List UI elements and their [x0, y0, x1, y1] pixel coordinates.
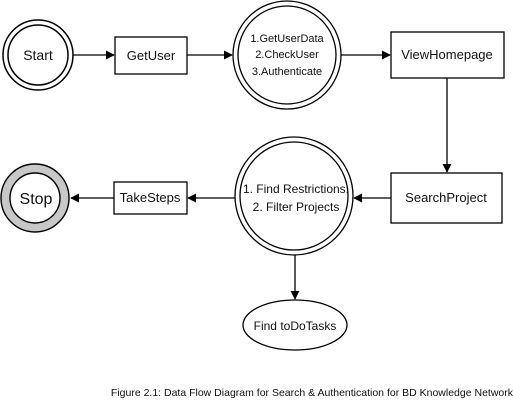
figure-caption: Figure 2.1: Data Flow Diagram for Search…: [110, 387, 513, 399]
viewhomepage-box: ViewHomepage: [390, 31, 505, 79]
process1-line-1: 1.GetUserData: [250, 33, 324, 45]
process1-line-3: 3.Authenticate: [252, 66, 322, 78]
findtodotasks-label: Find toDoTasks: [254, 319, 337, 333]
process2-line-2: 2. Filter Projects: [253, 200, 340, 214]
process2-line-1: 1. Find Restrictions.: [243, 182, 349, 196]
stop-node: Stop: [0, 163, 70, 233]
authentication-process: 1.GetUserData 2.CheckUser 3.Authenticate: [232, 0, 342, 110]
takesteps-box: TakeSteps: [113, 181, 188, 215]
search-process: 1. Find Restrictions. 2. Filter Projects: [234, 136, 354, 256]
start-label: Start: [23, 47, 53, 63]
getuser-box: GetUser: [114, 36, 188, 75]
viewhomepage-label: ViewHomepage: [401, 47, 493, 62]
stop-label: Stop: [20, 191, 53, 208]
start-node: Start: [2, 19, 74, 91]
data-flow-diagram: Start GetUser 1.GetUserData 2.CheckUser …: [0, 0, 505, 351]
findtodotasks-node: Find toDoTasks: [242, 299, 348, 351]
process1-line-2: 2.CheckUser: [255, 49, 319, 61]
searchproject-label: SearchProject: [405, 190, 487, 205]
takesteps-label: TakeSteps: [120, 190, 181, 205]
searchproject-box: SearchProject: [390, 172, 503, 224]
getuser-label: GetUser: [127, 48, 176, 63]
